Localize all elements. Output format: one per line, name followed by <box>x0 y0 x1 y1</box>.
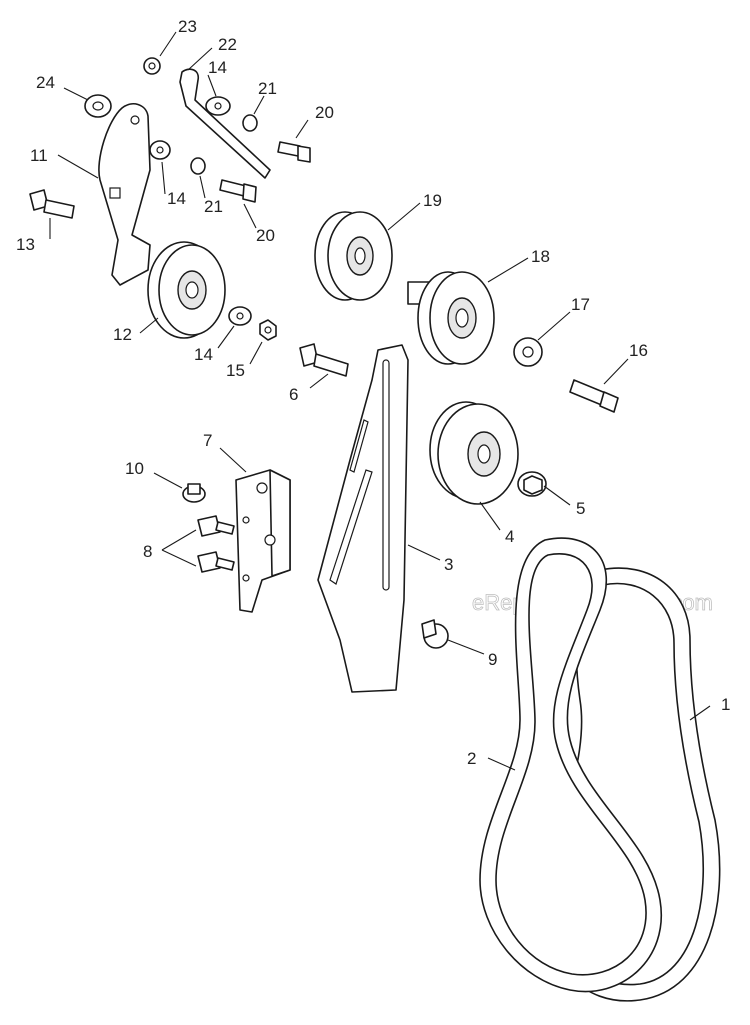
nut-part-21-mid <box>190 157 206 175</box>
callout-3: 3 <box>444 555 453 574</box>
pulley-part-19 <box>314 211 393 301</box>
spacer-part-17 <box>513 337 543 367</box>
callout-23: 23 <box>178 17 197 36</box>
callout-11: 11 <box>30 146 48 165</box>
callout-9: 9 <box>488 650 497 669</box>
callout-10: 10 <box>125 459 144 478</box>
nut-part-21-top <box>242 114 258 132</box>
washer-part-14-low <box>228 306 252 326</box>
callout-17: 17 <box>571 295 590 314</box>
mounting-bracket-part-3 <box>317 344 409 693</box>
bolt-part-9 <box>421 619 449 649</box>
callout-1: 1 <box>721 695 730 714</box>
spring-rod-part-22 <box>179 68 271 179</box>
nut-part-15 <box>259 319 277 341</box>
callout-21-mid: 21 <box>204 197 223 216</box>
bolt-part-16 <box>569 379 619 413</box>
callout-12: 12 <box>113 325 132 344</box>
bolt-part-6 <box>299 343 349 377</box>
callout-2: 2 <box>467 749 476 768</box>
callout-6: 6 <box>289 385 298 404</box>
callout-20-top: 20 <box>315 103 334 122</box>
callout-21-top: 21 <box>258 79 277 98</box>
belt-part-2 <box>479 537 663 993</box>
callout-15: 15 <box>226 361 245 380</box>
idler-pulley-part-12 <box>147 241 226 339</box>
callout-14-top: 14 <box>208 58 227 77</box>
callout-14-mid: 14 <box>167 189 186 208</box>
bolt-part-8-top <box>197 515 235 537</box>
flange-nut-part-24 <box>84 94 112 118</box>
bolt-part-8-bottom <box>197 551 235 573</box>
callout-24: 24 <box>36 73 55 92</box>
bolt-part-20-mid <box>219 179 257 203</box>
callout-19: 19 <box>423 191 442 210</box>
callout-13: 13 <box>16 235 35 254</box>
callout-7: 7 <box>203 431 212 450</box>
lock-washer-part-23 <box>143 57 161 75</box>
washer-part-14-top <box>205 96 231 116</box>
flange-nut-part-5 <box>517 471 547 497</box>
callout-20-mid: 20 <box>256 226 275 245</box>
callout-18: 18 <box>531 247 550 266</box>
idler-arm-bracket-part-11 <box>98 103 151 286</box>
washer-part-14-mid <box>149 140 171 160</box>
bolt-part-20-top <box>277 141 311 163</box>
callout-5: 5 <box>576 499 585 518</box>
callout-8: 8 <box>143 542 152 561</box>
callout-labels: 1 2 3 4 5 6 7 8 9 10 11 12 13 14 14 14 1… <box>16 17 730 768</box>
flange-bolt-part-10 <box>182 483 206 503</box>
callout-16: 16 <box>629 341 648 360</box>
callout-4: 4 <box>505 527 514 546</box>
pulley-part-18 <box>407 271 495 365</box>
plate-part-7 <box>235 469 291 613</box>
idler-pulley-part-4 <box>429 401 519 505</box>
callout-22: 22 <box>218 35 237 54</box>
bolt-part-13 <box>29 189 75 219</box>
leader-lines <box>49 31 711 771</box>
callout-14-low: 14 <box>194 345 213 364</box>
